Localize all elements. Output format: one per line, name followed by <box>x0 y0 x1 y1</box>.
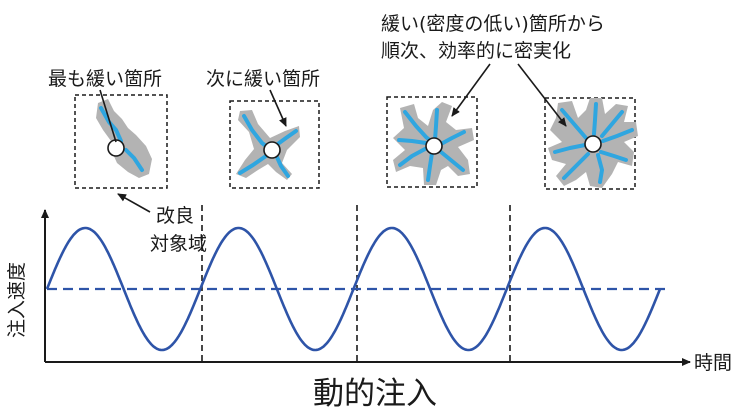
target-box-3 <box>386 96 478 188</box>
grout-vein-1 <box>99 106 144 172</box>
injection-point-icon <box>107 139 125 157</box>
annotation-next-spot: 次に緩い箇所 <box>206 68 320 90</box>
leader-next <box>269 89 287 127</box>
x-axis-label: 時間 <box>694 352 732 374</box>
target-area-line1: 改良 <box>156 205 194 227</box>
leader-target-area <box>117 193 151 213</box>
leader-loosest <box>99 89 117 143</box>
target-area-line2: 対象域 <box>150 233 207 255</box>
injection-point-icon <box>584 135 602 153</box>
diagram-title: 動的注入 <box>313 376 437 412</box>
y-axis-label: 注入速度 <box>6 262 28 338</box>
grout-vein-4 <box>553 102 634 184</box>
leader-sequence-2 <box>517 63 567 127</box>
leader-sequence-1 <box>451 63 491 117</box>
injection-point-icon <box>263 141 281 159</box>
injection-rate-graph <box>41 205 691 366</box>
annotation-sequence-line2: 順次、効率的に密実化 <box>381 40 571 62</box>
stage-panel-2 <box>229 100 320 189</box>
grout-halo-1 <box>96 99 152 178</box>
annotation-loosest-spot: 最も緩い箇所 <box>48 68 162 90</box>
stage-panel-1 <box>74 94 168 189</box>
stage-panel-3 <box>386 96 478 188</box>
grout-vein-3 <box>397 108 466 182</box>
annotation-sequence-line1: 緩い(密度の低い)箇所から <box>381 13 605 35</box>
stage-panel-4 <box>544 97 638 190</box>
injection-rate-wave <box>45 226 662 352</box>
injection-point-icon <box>425 137 443 155</box>
target-box-1 <box>74 94 168 189</box>
grout-vein-2 <box>238 114 298 178</box>
